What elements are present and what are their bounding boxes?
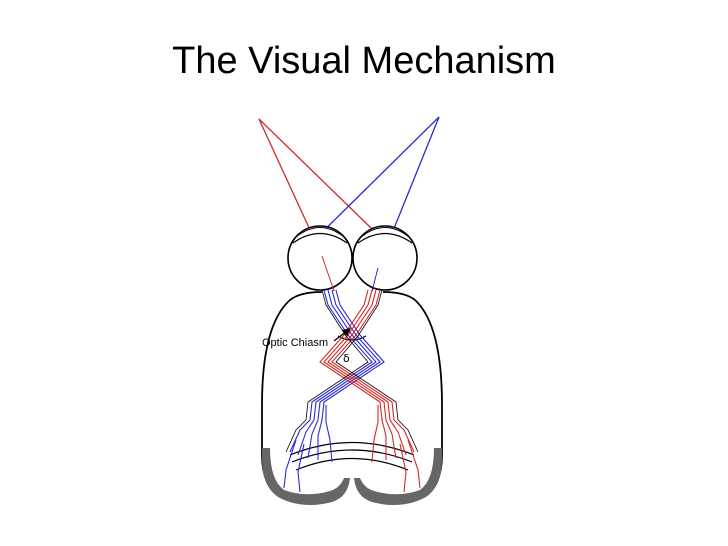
slide-title: The Visual Mechanism [172, 40, 556, 82]
right-hemisphere [356, 291, 443, 501]
right-eye [352, 225, 418, 291]
optic-chiasm-annotation: Optic Chiasm δ [262, 328, 351, 365]
right-eye-cornea [360, 227, 410, 238]
eyes [287, 225, 418, 292]
right-occipital-cortex [354, 448, 442, 506]
left-hemisphere [261, 291, 348, 501]
pathway-outline [285, 289, 419, 453]
left-eye [287, 225, 353, 291]
optic-chiasm-arrowhead [342, 328, 351, 336]
midline-arc-3 [295, 457, 409, 471]
midline-arc-2 [291, 449, 413, 463]
left-occipital-cortex [262, 448, 350, 506]
occipital-cortex [262, 448, 442, 506]
left-eye-lens [292, 232, 348, 244]
optic-chiasm-label: Optic Chiasm [262, 337, 328, 349]
midline-arc-1 [289, 441, 415, 456]
pituitary-mark: δ [343, 352, 350, 365]
right-eye-lens [357, 232, 413, 244]
left-eye-cornea [295, 227, 345, 238]
blue-optic-pathway [283, 289, 385, 493]
red-optic-pathway [319, 289, 421, 493]
